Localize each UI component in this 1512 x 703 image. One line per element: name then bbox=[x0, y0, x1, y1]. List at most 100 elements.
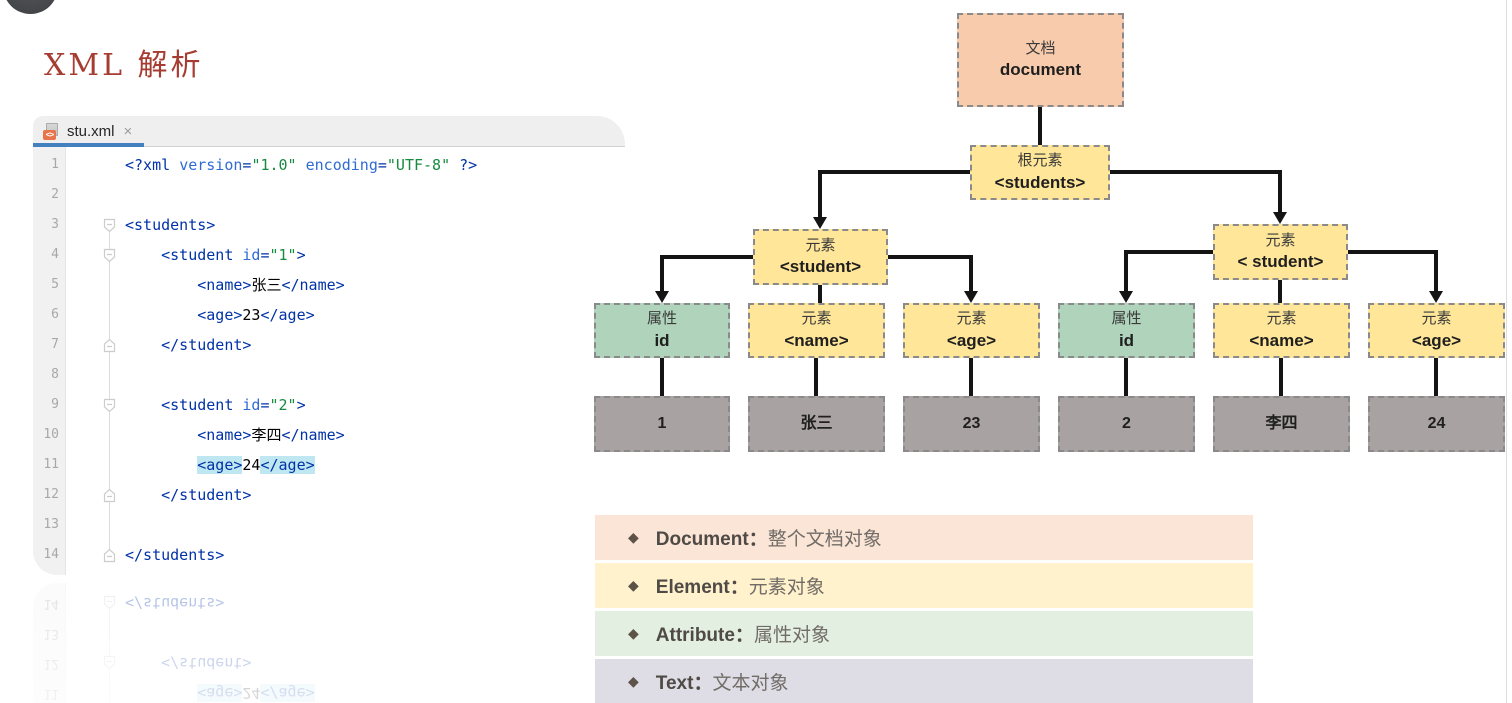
code-line bbox=[125, 360, 625, 390]
arrowhead-icon bbox=[655, 291, 669, 303]
node-label: 元素 bbox=[1266, 310, 1297, 328]
connector bbox=[1124, 250, 1213, 291]
node-label: 属性 bbox=[1111, 310, 1142, 328]
line-number: 5 bbox=[51, 277, 59, 292]
line-number: 11 bbox=[43, 457, 59, 472]
gutter-row: 3 bbox=[33, 210, 119, 240]
arrowhead-icon bbox=[1429, 291, 1443, 303]
gutter-row: 1 bbox=[33, 150, 119, 180]
code-line: <name>李四</name> bbox=[197, 426, 345, 444]
node-value: 1 bbox=[657, 414, 667, 432]
arrowhead-icon bbox=[1273, 212, 1287, 224]
legend-term: Attribute： bbox=[655, 625, 754, 646]
node-tag: <name> bbox=[784, 330, 849, 350]
line-number: 12 bbox=[43, 487, 59, 502]
connector bbox=[1110, 170, 1282, 212]
tab-close-icon[interactable]: × bbox=[123, 122, 133, 140]
gutter-row: 11 bbox=[33, 450, 119, 480]
window-edge-line bbox=[1506, 0, 1507, 703]
tree-node-age-left: 元素 <age> bbox=[903, 303, 1040, 358]
tree-node-root-element: 根元素 <students> bbox=[970, 145, 1110, 200]
arrowhead-icon bbox=[1119, 291, 1133, 303]
page-title: XML 解析 bbox=[44, 48, 204, 83]
code-line: </students> bbox=[125, 546, 225, 564]
tab-stu-xml[interactable]: <> stu.xml × bbox=[33, 116, 145, 147]
legend-term: Element： bbox=[655, 577, 749, 598]
gutter-row: 10 bbox=[33, 420, 119, 450]
legend-row: ◆Attribute：属性对象 bbox=[595, 611, 1253, 656]
node-tag: <student> bbox=[779, 257, 862, 277]
fold-marker-icon[interactable] bbox=[103, 338, 116, 353]
gutter-row: 4 bbox=[33, 240, 119, 270]
line-number: 1 bbox=[51, 157, 59, 172]
tab-filename: stu.xml bbox=[67, 122, 115, 140]
node-value: 23 bbox=[962, 414, 981, 432]
tree-node-text-24: 24 bbox=[1368, 396, 1505, 452]
line-number: 2 bbox=[51, 187, 59, 202]
tree-node-text-2: 2 bbox=[1058, 396, 1195, 452]
gutter-row: 6 bbox=[33, 300, 119, 330]
xml-file-icon: <> bbox=[43, 122, 60, 140]
line-number-strip bbox=[33, 147, 66, 575]
code-line bbox=[125, 510, 625, 540]
legend-desc: 整个文档对象 bbox=[767, 529, 882, 550]
legend: ◆Document：整个文档对象◆Element：元素对象◆Attribute：… bbox=[595, 515, 1253, 703]
line-number: 14 bbox=[43, 547, 59, 562]
node-label: 文档 bbox=[1025, 39, 1056, 57]
line-number: 10 bbox=[43, 427, 59, 442]
active-tab-indicator bbox=[33, 143, 145, 147]
legend-row: ◆ Text：文本对象 bbox=[595, 659, 1253, 703]
fold-marker-icon[interactable] bbox=[103, 488, 116, 503]
node-label: 元素 bbox=[1265, 231, 1296, 249]
line-number: 9 bbox=[51, 397, 59, 412]
fold-marker-icon[interactable] bbox=[103, 398, 116, 413]
node-label: 属性 bbox=[646, 310, 677, 328]
fold-marker-icon[interactable] bbox=[103, 218, 116, 233]
gutter-row: 14 bbox=[33, 540, 119, 570]
xml-badge: <> bbox=[43, 129, 56, 140]
line-number: 7 bbox=[51, 337, 59, 352]
diamond-bullet-icon: ◆ bbox=[628, 529, 639, 545]
fold-marker-icon[interactable] bbox=[103, 248, 116, 263]
legend-row: ◆Element：元素对象 bbox=[595, 563, 1253, 608]
code-line: <students> bbox=[125, 216, 216, 234]
tree-node-text-lisi: 李四 bbox=[1213, 396, 1350, 452]
node-value: 2 bbox=[1122, 414, 1131, 432]
line-number: 4 bbox=[51, 247, 59, 262]
gutter-row: 7 bbox=[33, 330, 119, 360]
diamond-bullet-icon: ◆ bbox=[628, 625, 639, 641]
tree-node-name-left: 元素 <name> bbox=[748, 303, 885, 358]
code-line bbox=[125, 180, 625, 210]
connector bbox=[660, 255, 753, 291]
line-number: 3 bbox=[51, 217, 59, 232]
gutter-row: 5 bbox=[33, 270, 119, 300]
code-line: <student id="2"> bbox=[161, 396, 306, 414]
legend-desc: 文本对象 bbox=[712, 673, 789, 694]
tree-node-attr-right: 属性 id bbox=[1058, 303, 1195, 358]
tree-node-text-zhangsan: 张三 bbox=[748, 396, 885, 452]
code-line: <age>24</age> bbox=[197, 456, 315, 474]
node-tag: <age> bbox=[946, 330, 997, 350]
gutter-row: 13 bbox=[33, 510, 119, 540]
node-value: 张三 bbox=[800, 414, 833, 432]
line-number: 8 bbox=[51, 367, 59, 382]
node-label: 元素 bbox=[805, 236, 836, 254]
tree-node-attr-left: 属性 id bbox=[594, 303, 730, 358]
legend-term: Text： bbox=[655, 673, 713, 694]
code-area: <?xml version="1.0" encoding="UTF-8" ?> <… bbox=[119, 147, 625, 575]
code-line: <?xml version="1.0" encoding="UTF-8" ?> bbox=[125, 156, 478, 174]
connector bbox=[818, 170, 970, 217]
code-line: <name>张三</name> bbox=[197, 276, 345, 294]
tree-node-age-right: 元素 <age> bbox=[1368, 303, 1505, 358]
gutter-row: 9 bbox=[33, 390, 119, 420]
tree-node-student-left: 元素 <student> bbox=[753, 229, 888, 285]
fold-marker-icon[interactable] bbox=[103, 548, 116, 563]
gutter-row: 12 bbox=[33, 480, 119, 510]
arrowhead-icon bbox=[813, 217, 827, 229]
diamond-bullet-icon: ◆ bbox=[628, 673, 639, 689]
node-tag: document bbox=[999, 60, 1082, 80]
